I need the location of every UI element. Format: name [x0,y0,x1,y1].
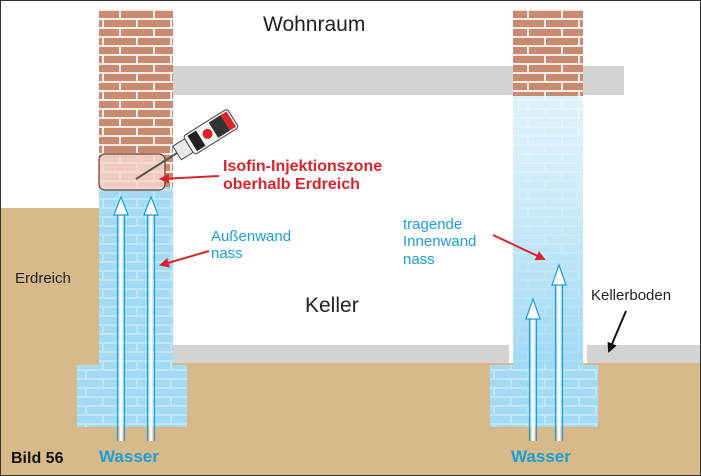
outer-wall-pointer-arrow [159,250,210,268]
figure-number: Bild 56 [11,450,64,467]
label-erdreich: Erdreich [15,270,71,287]
label-outer-wall-line2: nass [211,245,243,263]
label-inner-wall-line2: Innenwand [403,233,477,251]
label-injection-zone-line1: Isofin-Injektionszone [223,158,383,175]
outer-wall-foundation [77,365,187,427]
label-injection-zone: Isofin-Injektionszone oberhalb Erdreich [223,158,382,195]
label-outer-wall: Außenwand nass [211,228,291,263]
label-injection-zone-line2: oberhalb Erdreich [223,176,360,194]
label-inner-wall-line3: nass [403,250,435,268]
label-outer-wall-line1: Außenwand [211,228,292,245]
water-arrow-right-1 [525,297,541,441]
injection-cartridge-icon [135,109,239,180]
water-arrow-left-1 [113,195,129,441]
label-kellerboden: Kellerboden [591,287,672,304]
basement-floor-slab [173,345,509,363]
inner-wall-wet-brick-overlay [513,96,583,365]
inner-wall-brick [513,9,583,96]
water-arrow-right-2 [551,263,567,441]
label-water-left: Wasser [99,447,159,466]
kellerboden-pointer-arrow [607,310,627,353]
injection-zone-pointer-arrow [159,173,220,184]
label-wohnraum: Wohnraum [263,13,366,36]
label-inner-wall: tragende Innenwand nass [403,216,476,268]
outer-wall-wet [99,187,173,365]
label-inner-wall-line1: tragende [403,216,463,233]
label-keller: Keller [305,294,359,317]
water-arrow-left-2 [143,195,159,441]
inner-wall-pointer-arrow [492,234,546,261]
basement-floor-slab-right [587,345,700,363]
inner-wall-foundation [490,365,598,427]
label-water-right: Wasser [511,447,571,466]
injection-zone [98,153,166,191]
